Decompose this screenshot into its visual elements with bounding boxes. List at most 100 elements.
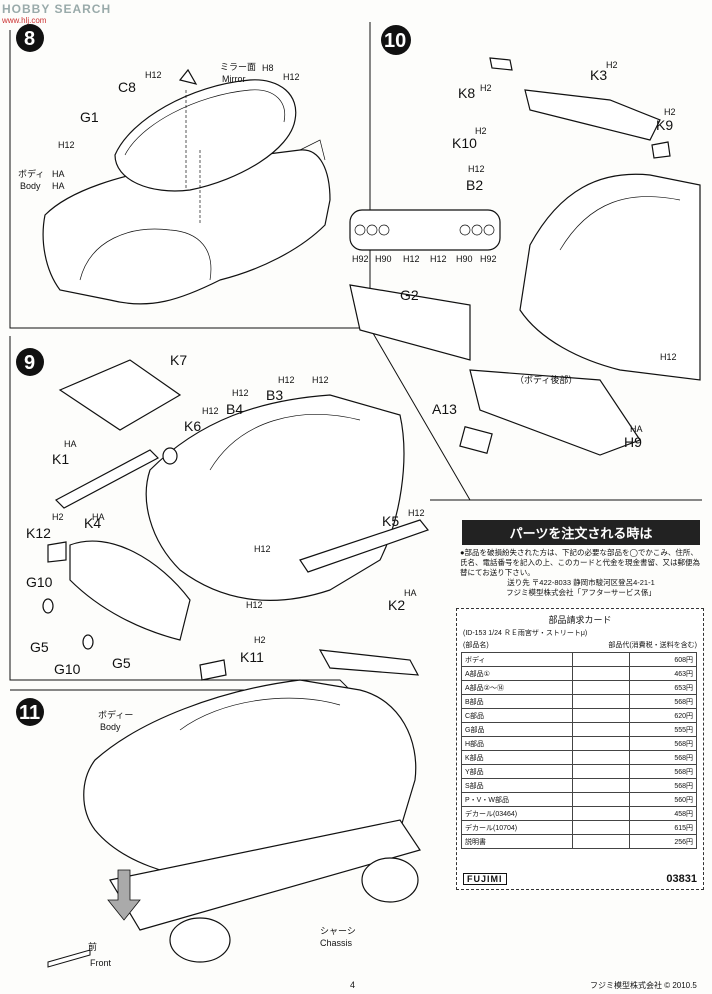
step10-code-h12-c: H12 — [430, 254, 447, 264]
step10-label-h9: H9 — [624, 434, 642, 450]
product-code: 03831 — [666, 873, 697, 885]
part-price: 568円 — [629, 694, 697, 709]
step9-code-ha-a: HA — [64, 439, 77, 449]
card-col-price: 部品代(消費税・送料を含む) — [608, 642, 697, 649]
parts-order-section: パーツを注文される時は ●部品を破損紛失された方は、下記の必要な部品を◯でかこみ… — [456, 520, 706, 895]
step8-border — [9, 22, 371, 329]
step10-label-rear-body: （ボディ後部） — [515, 374, 577, 385]
watermark-sub: www.hlj.com — [2, 16, 47, 25]
quantity-cell[interactable] — [572, 652, 630, 667]
step9-front-bumper-k4 — [69, 540, 191, 641]
step9-label-k1: K1 — [52, 451, 69, 467]
step10-diffuser-g2 — [349, 284, 471, 361]
part-name: デカール(03464) — [461, 806, 573, 821]
step10-label-g2: G2 — [400, 287, 419, 303]
part-name: C部品 — [461, 708, 573, 723]
part-name: B部品 — [461, 694, 573, 709]
part-price: 568円 — [629, 764, 697, 779]
step10-part-k9 — [651, 141, 671, 159]
card-footer: FUJIMI 03831 — [463, 873, 697, 885]
step-9-number: 9 — [24, 352, 35, 374]
step10-code-ha: HA — [630, 424, 643, 434]
part-price: 560円 — [629, 792, 697, 807]
step9-code-h12-f: H12 — [246, 600, 263, 610]
table-row: B部品 568円 — [461, 694, 697, 709]
page-number: 4 — [350, 980, 356, 990]
parts-order-company: フジミ模型株式会社「アフターサービス係」 — [506, 588, 656, 597]
step11-drawing — [47, 649, 421, 968]
quantity-cell[interactable] — [572, 722, 630, 737]
parts-order-note: ●部品を破損紛失された方は、下記の必要な部品を◯でかこみ、住所、氏名、電話番号を… — [460, 548, 700, 577]
part-price: 568円 — [629, 736, 697, 751]
step10-plate-a13 — [459, 425, 493, 455]
step9-code-h12-g: H12 — [254, 544, 271, 554]
part-price: 256円 — [629, 834, 697, 849]
quantity-cell[interactable] — [572, 820, 630, 835]
step10-code-h2-b: H2 — [480, 83, 492, 93]
step8-window-inner — [124, 89, 286, 156]
step8-window-g1 — [114, 79, 297, 192]
step9-drawing — [42, 359, 429, 681]
step10-label-k10: K10 — [452, 135, 477, 151]
part-name: 説明書 — [461, 834, 573, 849]
quantity-cell[interactable] — [572, 792, 630, 807]
step11-label-body-en: Body — [100, 722, 121, 732]
step8-mirror-c8 — [178, 68, 198, 85]
step10-label-a13: A13 — [432, 401, 457, 417]
panel-borders — [9, 22, 702, 691]
step11-label-front-en: Front — [90, 958, 112, 968]
step9-label-b3: B3 — [266, 387, 283, 403]
part-price: 608円 — [629, 652, 697, 667]
step10-code-h2-c: H2 — [664, 107, 676, 117]
quantity-cell[interactable] — [572, 694, 630, 709]
step10-rear-body — [519, 173, 701, 381]
step10-code-h2-a: H2 — [606, 60, 618, 70]
step9-light-g10-a — [42, 598, 54, 614]
step9-label-g5-a: G5 — [30, 639, 49, 655]
step11-label-chassis-jp: シャーシ — [320, 926, 356, 936]
step-8-badge: 8 — [16, 24, 44, 52]
step11-label-front-jp: 前 — [88, 941, 97, 952]
table-row: デカール(03464)458円 — [461, 806, 697, 821]
step8-label-mirror-en: Mirror — [222, 74, 246, 84]
step8-drawing — [42, 68, 331, 305]
part-name: Y部品 — [461, 764, 573, 779]
step8-code-h12-c: H12 — [58, 140, 75, 150]
card-model: (ID-153 1/24 ＲＥ雨宮ザ・ストリートμ) — [463, 630, 588, 637]
quantity-cell[interactable] — [572, 666, 630, 681]
quantity-cell[interactable] — [572, 834, 630, 849]
part-price: 620円 — [629, 708, 697, 723]
step9-label-k5: K5 — [382, 513, 399, 529]
step9-side-skirt-k2 — [299, 519, 429, 573]
step10-code-h12-d: H12 — [660, 352, 677, 362]
step8-code-ha-a: HA — [52, 169, 65, 179]
card-col-name: (部品名) — [463, 642, 489, 649]
step8-label-c8: C8 — [118, 79, 136, 95]
quantity-cell[interactable] — [572, 806, 630, 821]
part-name: A部品① — [461, 666, 573, 681]
quantity-cell[interactable] — [572, 680, 630, 695]
part-name: K部品 — [461, 750, 573, 765]
step10-label-b2: B2 — [466, 177, 483, 193]
table-row: 説明書 256円 — [461, 834, 697, 849]
step9-label-k7: K7 — [170, 352, 187, 368]
step11-rear-wheel — [361, 857, 419, 903]
quantity-cell[interactable] — [572, 778, 630, 793]
quantity-cell[interactable] — [572, 764, 630, 779]
quantity-cell[interactable] — [572, 736, 630, 751]
watermark-text: HOBBY SEARCH — [2, 2, 112, 16]
copyright: フジミ模型株式会社 © 2010.5 — [590, 981, 697, 990]
step9-label-g10-b: G10 — [54, 661, 81, 677]
step9-label-g5-b: G5 — [112, 655, 131, 671]
step9-code-h12-e: H12 — [408, 508, 425, 518]
quantity-cell[interactable] — [572, 750, 630, 765]
step10-parts-callout — [349, 209, 501, 251]
table-row: C部品 620円 — [461, 708, 697, 723]
quantity-cell[interactable] — [572, 708, 630, 723]
